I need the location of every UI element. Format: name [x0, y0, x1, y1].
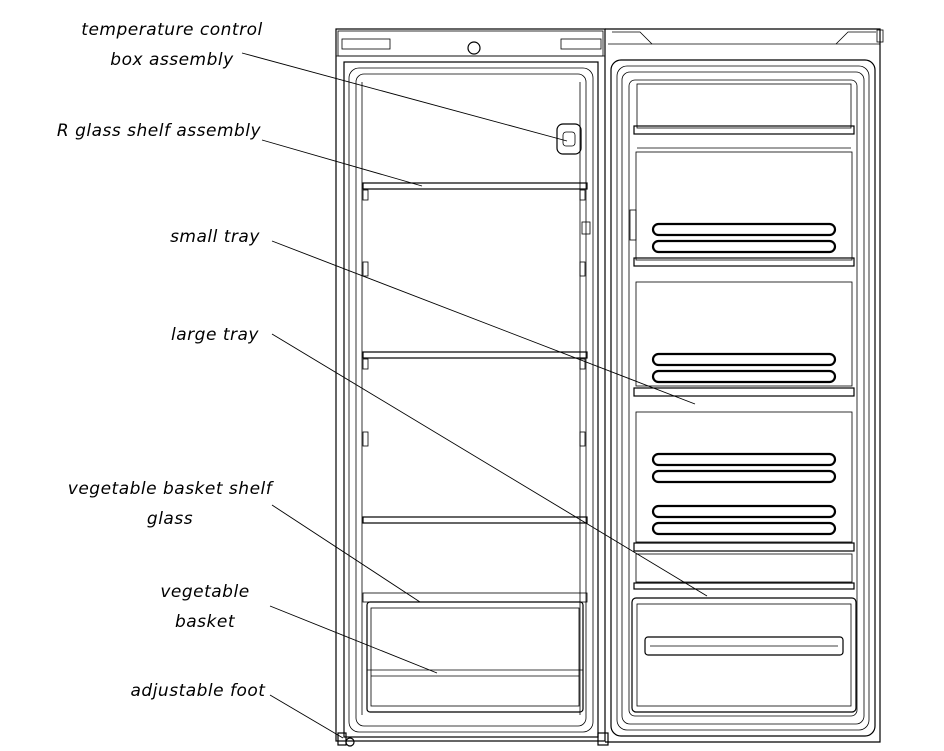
label-vegetable-basket: vegetable basket — [160, 582, 250, 632]
leader-lines — [241, 52, 708, 739]
thermostat-knob — [467, 41, 481, 55]
glass-shelves — [362, 182, 588, 603]
leader-temperature-control — [241, 52, 568, 142]
leader-r-glass-shelf — [261, 139, 423, 187]
label-adjustable-foot: adjustable foot — [130, 681, 266, 701]
door-top-tray — [633, 83, 855, 149]
label-temperature-control-box-assembly: temperature control box assembly — [81, 20, 263, 70]
shelf-supports — [362, 189, 591, 447]
cabinet-feet — [337, 732, 609, 747]
leader-small-tray — [271, 240, 696, 405]
cabinet — [335, 28, 606, 742]
leader-vegetable-basket — [269, 605, 438, 674]
label-vegetable-basket-shelf-glass: vegetable basket shelf glass — [67, 479, 273, 529]
door-trays — [633, 151, 855, 590]
label-large-tray: large tray — [171, 325, 259, 345]
leader-large-tray — [271, 333, 708, 597]
vegetable-basket — [366, 601, 584, 713]
label-r-glass-shelf-assembly: R glass shelf assembly — [56, 121, 262, 141]
door-hinge — [629, 209, 637, 241]
leader-adjustable-foot — [269, 694, 344, 739]
door-bottom-bin — [631, 597, 857, 713]
leader-vegetable-basket-shelf — [271, 504, 421, 603]
temperature-control-box — [556, 123, 582, 155]
door — [605, 28, 884, 743]
label-small-tray: small tray — [170, 227, 260, 247]
